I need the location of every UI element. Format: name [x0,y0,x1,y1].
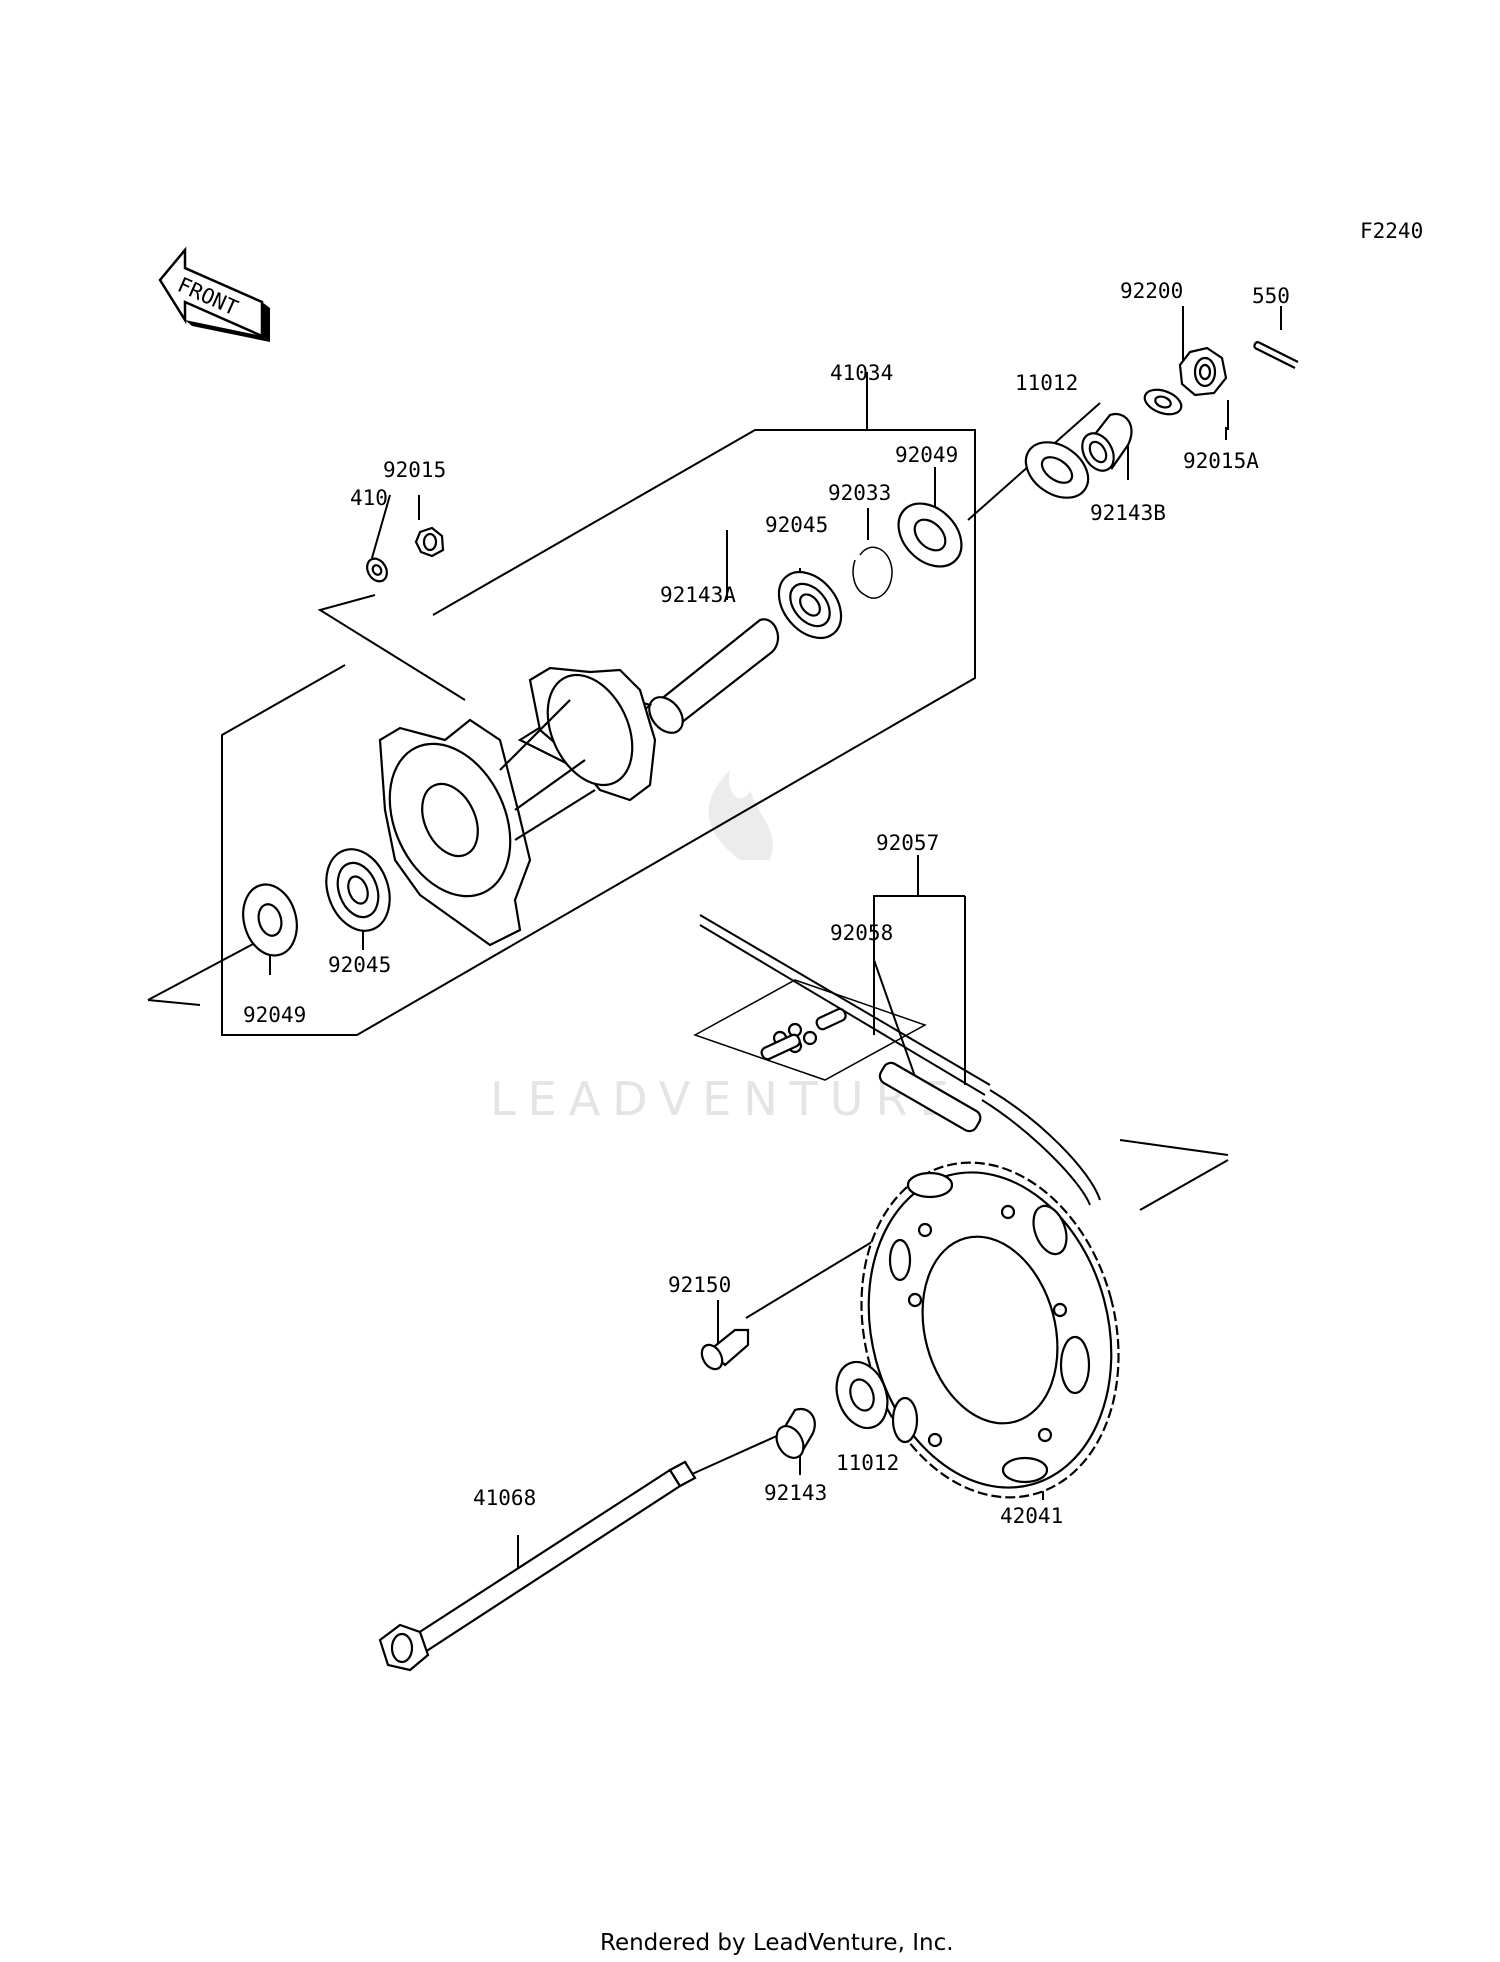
part-labels: 41034 11012 92200 550 92049 92015A 92143… [243,279,1290,1528]
oil-seal-icon [897,502,963,568]
label-92015: 92015 [383,458,446,482]
label-550: 550 [1252,284,1290,308]
label-11012-bottom: 11012 [836,1451,899,1475]
watermark: LEADVENTURE [490,770,961,1126]
label-92049-top: 92049 [895,443,958,467]
label-92143A: 92143A [660,583,736,607]
label-92143B: 92143B [1090,501,1166,525]
cotter-pin-icon [1253,340,1299,369]
label-92058: 92058 [830,921,893,945]
wheel-hub-icon [378,666,657,947]
spacer-tube-icon [648,618,779,734]
label-11012-top: 11012 [1015,371,1078,395]
label-92150: 92150 [668,1273,731,1297]
label-41068: 41068 [473,1486,536,1510]
bearing-icon-top [777,570,843,640]
label-92057: 92057 [876,831,939,855]
sprocket-icon [860,1161,1120,1499]
watermark-text: LEADVENTURE [490,1072,961,1126]
oil-seal-icon-bottom [242,883,298,957]
small-nut-icon [414,526,445,558]
bolt-icon [700,1328,750,1371]
label-410: 410 [350,486,388,510]
bearing-icon-bottom [325,848,391,932]
small-washer-icon [366,557,388,583]
collar-icon [1081,412,1133,472]
washer-icon [1143,388,1183,416]
label-92049-bottom: 92049 [243,1003,306,1027]
chain-icon [693,914,1101,1206]
label-92045-bottom: 92045 [328,953,391,977]
axle-nut-icon [1178,346,1228,397]
label-92045-top: 92045 [765,513,828,537]
label-92033: 92033 [828,481,891,505]
hub-group-outline [147,372,976,1036]
label-92015A: 92015A [1183,449,1259,473]
front-arrow-icon: FRONT [158,246,270,342]
collar-icon-bottom [775,1407,816,1459]
parts-drawing [242,340,1299,1672]
dust-seal-icon [1024,441,1090,499]
circlip-icon [852,546,893,599]
label-92200: 92200 [1120,279,1183,303]
axle-icon [378,1460,697,1672]
label-42041: 42041 [1000,1504,1063,1528]
leader-lines [269,306,1282,1580]
figure-code: F2240 [1360,219,1423,243]
footer-credit: Rendered by LeadVenture, Inc. [600,1930,954,1956]
dust-seal-icon-bottom [835,1360,889,1430]
label-41034: 41034 [830,361,893,385]
label-92143: 92143 [764,1481,827,1505]
